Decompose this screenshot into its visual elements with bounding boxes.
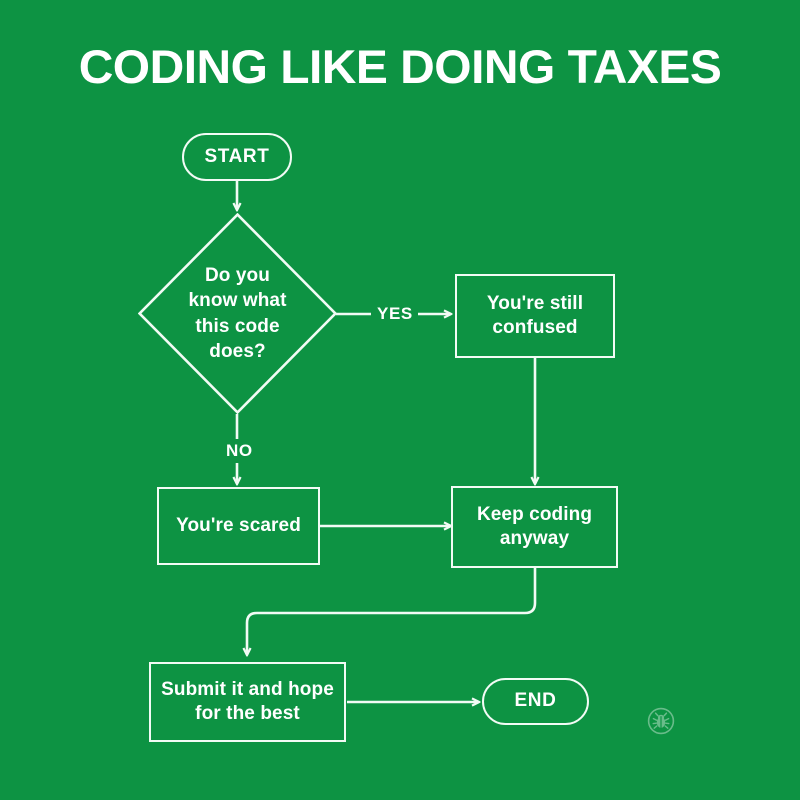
node-end-label: END xyxy=(514,690,557,712)
node-youre-still-confused[interactable]: You're still confused xyxy=(455,274,615,358)
diamond-shape xyxy=(138,213,337,414)
bug-icon xyxy=(647,707,675,735)
node-start-label: START xyxy=(204,145,270,167)
edge-label-no: NO xyxy=(221,441,258,461)
node-youre-scared[interactable]: You're scared xyxy=(157,487,320,565)
node-youre-scared-label: You're scared xyxy=(176,514,301,536)
edge-keep-to-submit xyxy=(247,568,537,655)
node-submit-and-hope-label: Submit it and hope for the best xyxy=(161,678,334,724)
node-keep-coding-anyway[interactable]: Keep coding anyway xyxy=(451,486,618,568)
node-start[interactable]: START xyxy=(182,133,292,181)
page-title: CODING LIKE DOING TAXES xyxy=(78,40,722,93)
node-keep-coding-anyway-label: Keep coding anyway xyxy=(476,503,593,549)
edge-label-yes: YES xyxy=(372,304,418,324)
node-decision-label: Do you know what this code does? xyxy=(188,265,287,362)
node-submit-and-hope[interactable]: Submit it and hope for the best xyxy=(149,662,346,742)
node-end[interactable]: END xyxy=(482,678,589,725)
node-youre-still-confused-label: You're still confused xyxy=(486,292,584,338)
node-decision[interactable]: Do you know what this code does? xyxy=(138,213,337,414)
